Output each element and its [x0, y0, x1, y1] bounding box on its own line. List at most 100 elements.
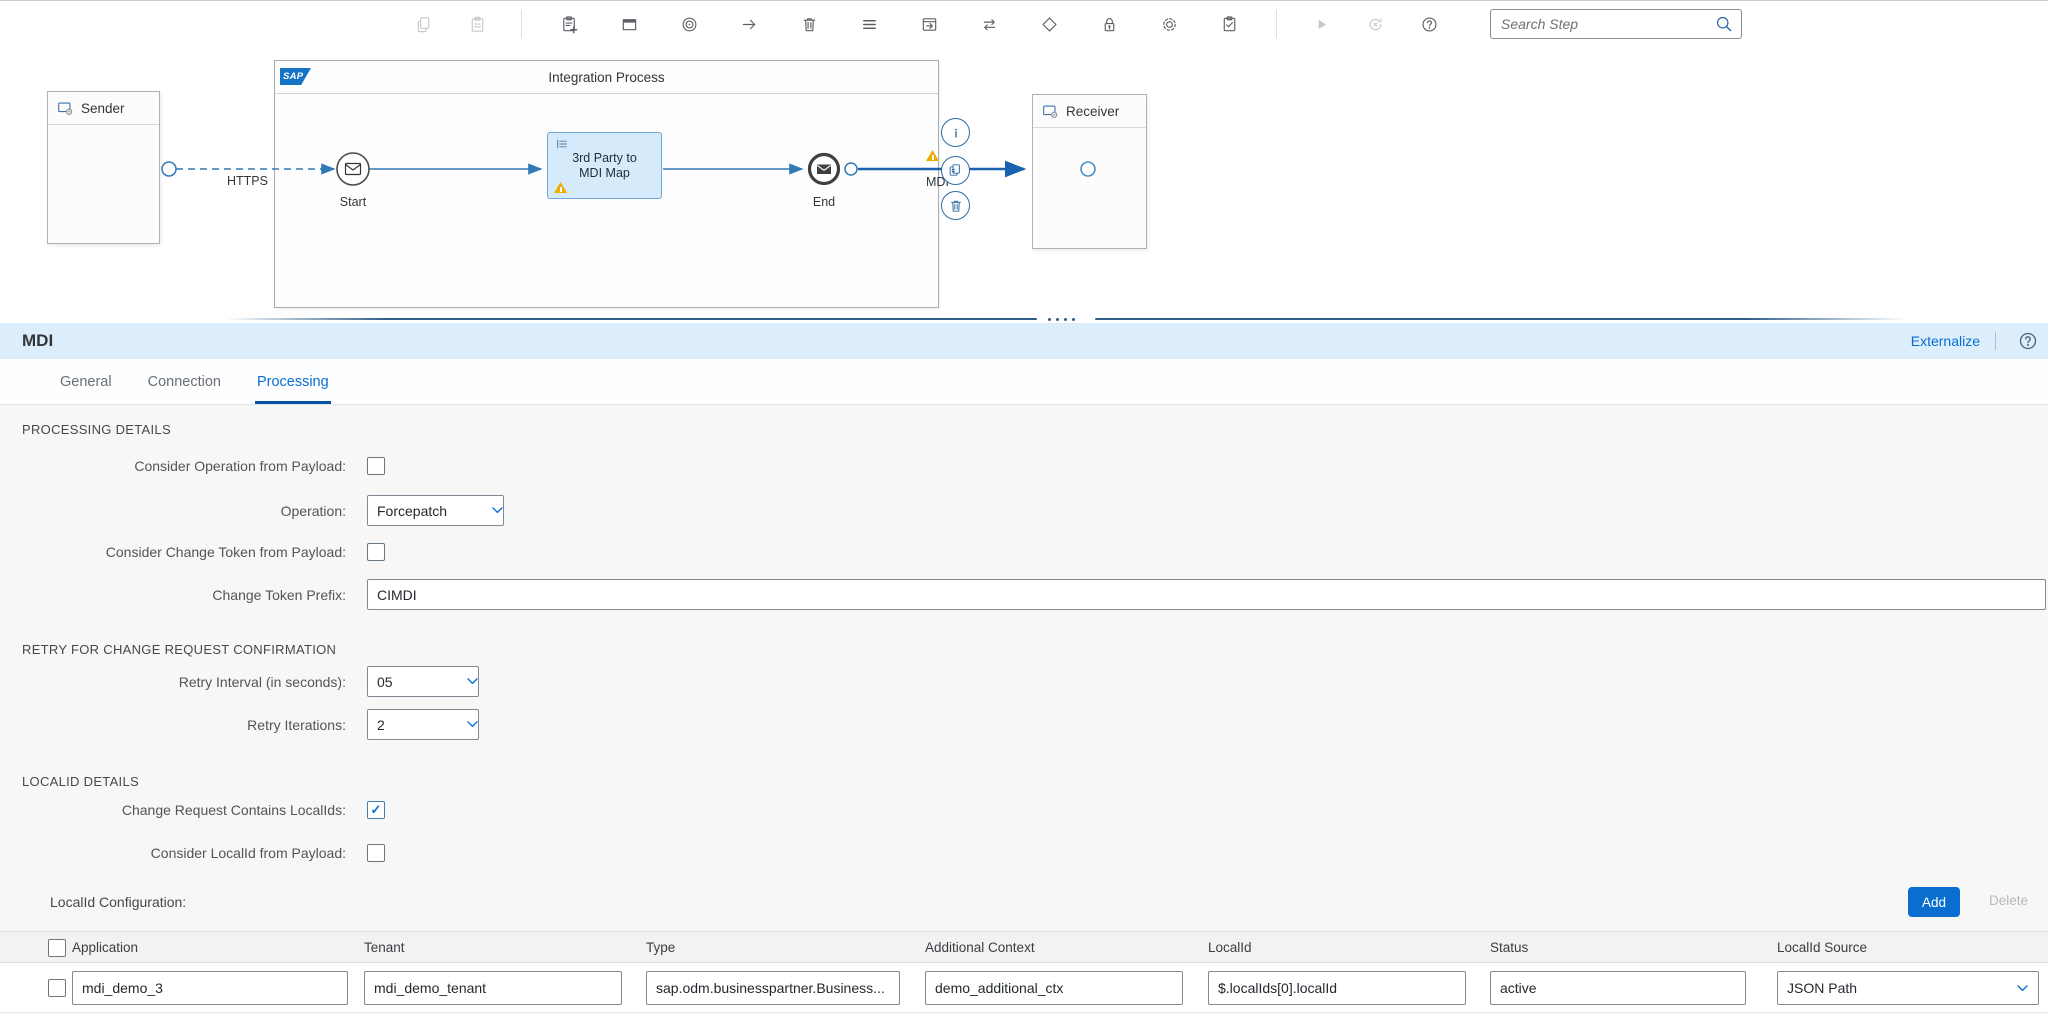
warning-icon: [926, 150, 939, 161]
tab-processing[interactable]: Processing: [254, 359, 331, 404]
integration-process-header: SAP Integration Process: [275, 61, 938, 94]
externalize-link[interactable]: Externalize: [1910, 333, 1980, 349]
swap-button[interactable]: [974, 9, 1004, 39]
retry-interval-dropdown[interactable]: 05: [367, 666, 479, 697]
type-input[interactable]: [646, 971, 900, 1005]
paste-button[interactable]: [462, 9, 492, 39]
localid-table-row: JSON Path: [0, 963, 2048, 1013]
bpmn-canvas[interactable]: SAP Integration Process Sender Receiver …: [0, 47, 2048, 316]
mapping-step-3rd-party-to-mdi-map[interactable]: 3rd Party to MDI Map: [547, 132, 662, 199]
consider-change-token-checkbox[interactable]: [367, 543, 385, 561]
section-retry: RETRY FOR CHANGE REQUEST CONFIRMATION: [22, 642, 337, 657]
delete-button[interactable]: Delete: [1983, 892, 2034, 909]
sender-header: Sender: [48, 92, 159, 125]
gateway-button[interactable]: [1034, 9, 1064, 39]
contains-localids-label: Change Request Contains LocalIds:: [121, 802, 346, 818]
process-call-icon: [920, 15, 939, 34]
checklist-button[interactable]: [1214, 9, 1244, 39]
retry-iterations-label: Retry Iterations:: [247, 717, 346, 733]
application-input[interactable]: [72, 971, 348, 1005]
integration-process-title: Integration Process: [548, 69, 665, 85]
help-button[interactable]: [1414, 9, 1444, 39]
checklist-icon: [1220, 15, 1239, 34]
settings-icon: [1160, 15, 1179, 34]
menu-icon: [860, 15, 879, 34]
chevron-down-icon: [2015, 981, 2030, 996]
add-button[interactable]: Add: [1908, 887, 1960, 917]
search-icon[interactable]: [1714, 14, 1734, 34]
participant-icon: [620, 15, 639, 34]
operation-dropdown[interactable]: Forcepatch: [367, 495, 504, 526]
consider-operation-label: Consider Operation from Payload:: [134, 458, 346, 474]
retry-interval-label: Retry Interval (in seconds):: [178, 674, 346, 690]
copy-pages-icon: [947, 162, 964, 179]
tab-connection[interactable]: Connection: [147, 373, 221, 390]
copy-button[interactable]: [408, 9, 438, 39]
retry-iterations-dropdown[interactable]: 2: [367, 709, 479, 740]
toolbar-separator: [1276, 10, 1277, 38]
column-header-additional_context: Additional Context: [925, 940, 1035, 955]
additional_context-input[interactable]: [925, 971, 1183, 1005]
connector-icon: [740, 15, 759, 34]
info-icon: [948, 125, 964, 141]
delete-button[interactable]: [794, 9, 824, 39]
consider-change-token-label: Consider Change Token from Payload:: [105, 544, 346, 560]
participant-button[interactable]: [614, 9, 644, 39]
chevron-down-icon: [482, 503, 503, 518]
add-step-button[interactable]: [554, 9, 584, 39]
select-all-checkbox[interactable]: [48, 939, 66, 957]
panel-title: MDI: [22, 331, 54, 350]
contains-localids-checkbox[interactable]: ✓: [367, 801, 385, 819]
sender-label: Sender: [81, 100, 125, 116]
receiver-participant[interactable]: Receiver: [1032, 94, 1147, 249]
sender-participant[interactable]: Sender: [47, 91, 160, 244]
chevron-down-icon: [457, 717, 478, 732]
localid_source-select[interactable]: JSON Path: [1777, 971, 2039, 1005]
localid_source-value: JSON Path: [1787, 980, 1858, 996]
swap-icon: [980, 15, 999, 34]
warning-icon: [554, 182, 567, 193]
duplicate-button[interactable]: [941, 156, 970, 185]
retry-interval-value: 05: [377, 673, 393, 690]
column-header-type: Type: [646, 940, 676, 955]
event-icon: [680, 15, 699, 34]
add-step-icon: [560, 15, 579, 34]
search-step-input[interactable]: [1491, 16, 1714, 32]
status-input[interactable]: [1490, 971, 1746, 1005]
sender-channel-label[interactable]: HTTPS: [227, 174, 268, 188]
delete-icon: [800, 15, 819, 34]
consider-operation-checkbox[interactable]: [367, 457, 385, 475]
panel-resize-handle[interactable]: [0, 316, 2048, 323]
run-button[interactable]: [1306, 9, 1336, 39]
change-token-prefix-input[interactable]: [367, 579, 2046, 610]
end-event-label: End: [812, 195, 836, 209]
tenant-input[interactable]: [364, 971, 622, 1005]
mapping-icon: [554, 136, 570, 152]
copy-icon: [414, 15, 433, 34]
localid-input[interactable]: [1208, 971, 1466, 1005]
properties-panel-header: MDI Externalize: [0, 323, 2048, 359]
revert-button[interactable]: [1360, 9, 1390, 39]
receiver-label: Receiver: [1066, 103, 1120, 119]
help-icon[interactable]: [2017, 330, 2039, 352]
sap-logo: SAP: [280, 68, 311, 85]
lock-button[interactable]: [1094, 9, 1124, 39]
row-checkbox[interactable]: [48, 979, 66, 997]
search-step-box: [1490, 9, 1742, 39]
connector-button[interactable]: [734, 9, 764, 39]
consider-localid-checkbox[interactable]: [367, 844, 385, 862]
process-call-button[interactable]: [914, 9, 944, 39]
settings-button[interactable]: [1154, 9, 1184, 39]
event-button[interactable]: [674, 9, 704, 39]
revert-icon: [1366, 15, 1385, 34]
task-label: 3rd Party to MDI Map: [572, 150, 637, 180]
change-token-prefix-label: Change Token Prefix:: [212, 587, 346, 603]
column-header-tenant: Tenant: [364, 940, 405, 955]
tab-general[interactable]: General: [60, 373, 112, 390]
menu-button[interactable]: [854, 9, 884, 39]
info-button[interactable]: [941, 118, 970, 147]
delete-step-button[interactable]: [941, 191, 970, 220]
start-event-label: Start: [339, 195, 367, 209]
